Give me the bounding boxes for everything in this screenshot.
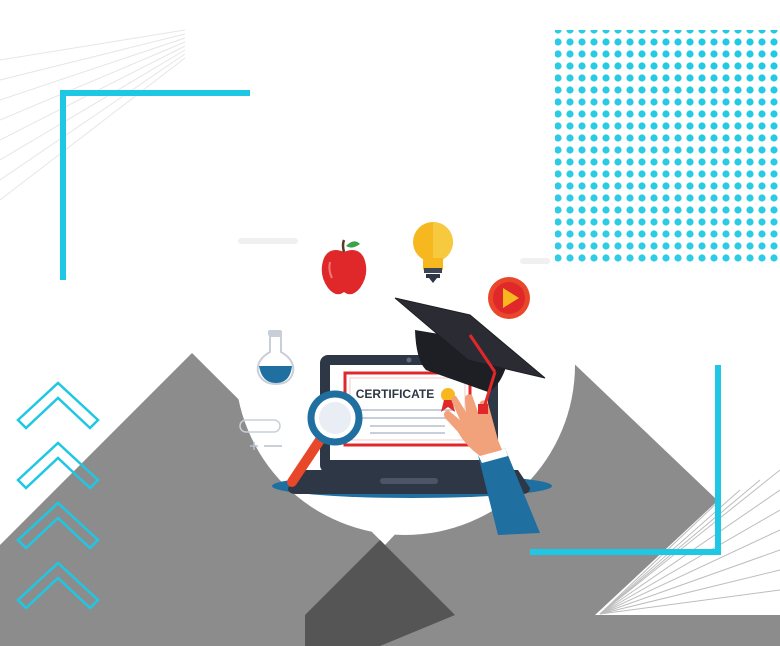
cyan-bracket-bottomright xyxy=(530,365,721,555)
plus-sign-left xyxy=(250,442,282,450)
decor-pill xyxy=(239,419,281,433)
faint-line-fan-topleft xyxy=(0,29,186,201)
lightbulb-icon xyxy=(413,222,453,283)
line-fan-bottomright xyxy=(599,469,780,615)
cyan-bracket-topleft xyxy=(60,90,250,280)
certificate-title: CERTIFICATE xyxy=(356,387,434,401)
apple-icon xyxy=(321,239,367,295)
flask-icon xyxy=(256,330,295,386)
chevron-up-icon xyxy=(16,381,100,610)
halftone-dots xyxy=(555,30,780,265)
play-button-icon xyxy=(488,277,530,319)
decor-dash-2 xyxy=(520,258,550,264)
graduation-cap-icon xyxy=(394,297,546,414)
certificate: CERTIFICATE xyxy=(343,371,472,447)
magnifier-icon xyxy=(287,390,363,487)
plus-sign xyxy=(545,405,555,415)
dashed-path xyxy=(509,394,546,456)
decor-dash xyxy=(238,238,298,244)
